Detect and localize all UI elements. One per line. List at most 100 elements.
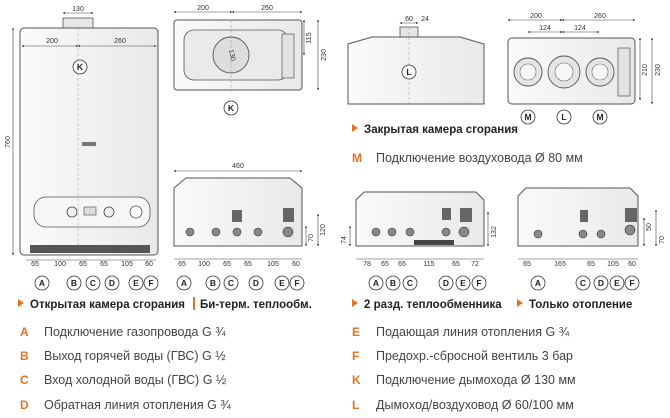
marker-K-front-label: K: [77, 62, 84, 72]
b3-dim-1: 65: [523, 261, 531, 268]
b3-dim-3: 65: [587, 261, 595, 268]
caption-bitherm: Би-терм. теплообм.: [200, 299, 312, 311]
legend-letter-K: K: [352, 373, 361, 387]
b2-marker-D: D: [443, 278, 449, 288]
ctop-dim-124a: 124: [539, 25, 551, 32]
b2-dim-3: 65: [398, 261, 406, 268]
legend-text-L: Дымоход/воздуховод Ø 60/100 мм: [376, 398, 574, 412]
b1-dim-2: 100: [198, 261, 210, 268]
top-side-vent: [281, 33, 295, 79]
b2-dim-1: 78: [363, 261, 371, 268]
b2-marker-C: C: [407, 278, 413, 288]
legend-letter-M: M: [352, 151, 362, 165]
ctop-marker-M-right: M: [596, 112, 603, 122]
b1-marker-D: D: [253, 278, 259, 288]
b2-dim-5: 65: [452, 261, 460, 268]
b1-marker-C: C: [228, 278, 234, 288]
bottom-view-3: 50 70 65 165 65 105 60 A C D E F: [517, 187, 666, 291]
top-dim-right: 260: [261, 5, 273, 12]
ctop-dim-210: 210: [642, 64, 649, 76]
top-dim-230: 230: [321, 49, 328, 61]
front-bottom-dim-4: 65: [100, 261, 108, 268]
logo-badge: [82, 142, 96, 146]
b1-dim-70: 70: [308, 234, 315, 242]
display-window: [83, 206, 97, 216]
front-bottom-dim-2: 100: [54, 261, 66, 268]
front-marker-E: E: [133, 278, 139, 288]
b2-dim-74: 74: [341, 236, 348, 244]
legend-text-F: Предохр.-сбросной вентиль 3 бар: [376, 349, 573, 363]
top-dim-flue: 130: [227, 49, 236, 62]
b1-marker-B: B: [210, 278, 216, 288]
ctop-dim-124b: 124: [574, 25, 586, 32]
b2-dim-2: 65: [381, 261, 389, 268]
legend: A Подключение газопровода G ¾ B Выход го…: [20, 325, 576, 412]
front-marker-C: C: [90, 278, 96, 288]
front-marker-B: B: [71, 278, 77, 288]
ctop-dim-right: 260: [594, 13, 606, 20]
b1-dim-4: 65: [244, 261, 252, 268]
b2-marker-E: E: [460, 278, 466, 288]
legend-letter-A: A: [20, 325, 29, 339]
b3-dim-4: 105: [607, 261, 619, 268]
flue-collar: [62, 17, 94, 29]
front-bottom-dim-3: 65: [79, 261, 87, 268]
front-marker-D: D: [109, 278, 115, 288]
b2-marker-A: A: [373, 278, 379, 288]
top-dim-115: 115: [306, 32, 313, 43]
closed-top-view: 200 260 124 124 210 230 M L M: [507, 13, 662, 125]
b3-dim-2: 165: [554, 261, 566, 268]
front-bottom-dim-1: 65: [31, 261, 39, 268]
legend-text-A: Подключение газопровода G ¾: [44, 325, 226, 339]
b2-dim-132: 132: [491, 226, 498, 238]
b1-dim-120: 120: [320, 224, 327, 236]
b1-marker-E: E: [279, 278, 285, 288]
front-dim-top-flue: 130: [72, 6, 84, 13]
b3-marker-D: D: [598, 278, 604, 288]
legend-text-D: Обратная линия отопления G ¾: [44, 398, 231, 412]
b2-marker-B: B: [390, 278, 396, 288]
front-bottom-dim-6: 60: [145, 261, 153, 268]
front-bottom-dim-5: 105: [121, 261, 133, 268]
marker-K-front: [72, 59, 88, 75]
marker-L-front: [401, 64, 417, 80]
legend-letter-E: E: [352, 325, 360, 339]
front-dim-left: 200: [46, 38, 58, 45]
ctop-marker-M-left: M: [524, 112, 531, 122]
b1-dim-width: 460: [232, 163, 244, 170]
b1-dim-6: 60: [292, 261, 300, 268]
b1-dim-3: 65: [223, 261, 231, 268]
b3-dim-5: 60: [628, 261, 636, 268]
front-view: 130 200 260 760 K 65 100 65 65 105 60 A …: [5, 6, 159, 291]
b3-dim-50: 50: [646, 223, 653, 231]
front-dim-height: 760: [5, 136, 12, 148]
closed-dim-60: 60: [405, 16, 413, 23]
marker-K-top-label: K: [228, 103, 235, 113]
b1-dim-1: 65: [178, 261, 186, 268]
b3-dim-70: 70: [659, 236, 666, 244]
b3-marker-A: A: [535, 278, 541, 288]
caption-open-chamber: Открытая камера сгорания: [30, 299, 185, 311]
ctop-marker-L: L: [561, 112, 566, 122]
caption-heating-only: Только отопление: [529, 299, 632, 311]
top-dim-left: 200: [197, 5, 209, 12]
legend-text-K: Подключение дымохода Ø 130 мм: [376, 373, 576, 387]
legend-letter-D: D: [20, 398, 29, 412]
b3-marker-F: F: [629, 278, 634, 288]
ctop-dim-230: 230: [655, 64, 662, 76]
legend-text-E: Подающая линия отопления G ¾: [376, 325, 570, 339]
legend-letter-C: C: [20, 373, 29, 387]
front-connection-markers: A B C D E F: [34, 275, 159, 291]
top-view: 200 260 130 115 230 K: [173, 5, 328, 116]
caption-two-exchanger: 2 разд. теплообменника: [364, 299, 502, 311]
b1-marker-F: F: [294, 278, 299, 288]
b2-marker-F: F: [476, 278, 481, 288]
temperature-knob-1: [66, 206, 78, 218]
legend-text-C: Вход холодной воды (ГВС) G ½: [44, 373, 227, 387]
legend-letter-L: L: [352, 398, 359, 412]
b1-marker-A: A: [181, 278, 187, 288]
closed-front-view: 60 24 L: [347, 16, 485, 105]
b2-dim-4: 115: [423, 261, 434, 268]
front-dim-right: 260: [114, 38, 126, 45]
